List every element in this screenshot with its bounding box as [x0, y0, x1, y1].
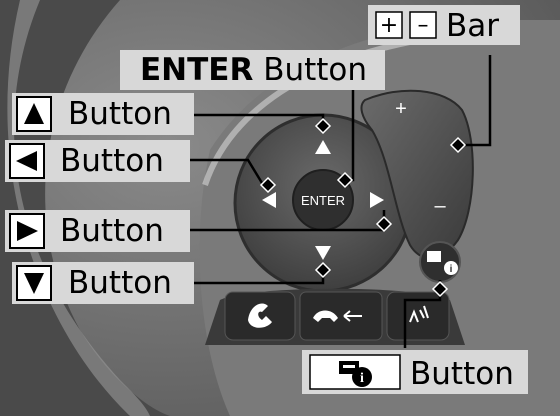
bar-callout: + – Bar	[368, 5, 520, 45]
down-callout-label: Button	[68, 265, 172, 301]
steering-wheel-rim-highlight	[7, 0, 150, 416]
info-callout-label: Button	[410, 356, 514, 392]
pad-left-arrow[interactable]	[262, 192, 276, 208]
up-triangle-icon	[24, 103, 44, 124]
volume-plus-label: +	[395, 98, 407, 120]
left-callout-label: Button	[60, 143, 164, 179]
enter-callout-bold: ENTER	[140, 52, 253, 88]
hang-up-back-icon	[313, 310, 338, 322]
info-callout: i Button	[302, 350, 528, 394]
panel-edge	[202, 37, 421, 186]
window-info-icon: i	[339, 361, 372, 387]
enter-callout: ENTER Button	[120, 50, 385, 90]
svg-text:–: –	[418, 13, 429, 38]
svg-text:ENTER Button: ENTER Button	[140, 52, 367, 88]
voice-icon	[409, 305, 429, 323]
enter-button-text: ENTER	[301, 193, 345, 208]
pick-up-icon	[248, 303, 272, 328]
svg-text:+: +	[380, 13, 398, 38]
pad-right-arrow[interactable]	[370, 192, 384, 208]
back-arrow-icon	[343, 310, 362, 322]
down-callout: Button	[12, 262, 194, 304]
info-button-i-icon	[444, 261, 458, 275]
leader-markers	[259, 117, 467, 298]
volume-minus-label: –	[434, 195, 446, 217]
svg-text:i: i	[360, 371, 364, 386]
minus-key	[409, 11, 437, 39]
bar-callout-label: Bar	[446, 8, 499, 44]
plus-key	[375, 11, 403, 39]
enter-callout-label: Button	[263, 52, 367, 88]
pad-up-arrow[interactable]	[315, 140, 331, 154]
right-callout-label: Button	[60, 213, 164, 249]
left-triangle-icon	[16, 151, 37, 171]
hang-up-back-button[interactable]	[299, 291, 383, 341]
up-callout: Button	[12, 93, 194, 135]
voice-button[interactable]	[386, 291, 450, 341]
info-button-window-icon	[427, 251, 441, 262]
right-callout: Button	[5, 210, 190, 252]
right-triangle-icon	[17, 221, 38, 241]
up-callout-label: Button	[68, 96, 172, 132]
pick-up-button[interactable]	[224, 291, 296, 341]
down-triangle-icon	[24, 273, 44, 294]
info-button-i-letter: i	[450, 264, 453, 275]
left-callout: Button	[5, 140, 190, 182]
pad-down-arrow[interactable]	[315, 246, 331, 260]
